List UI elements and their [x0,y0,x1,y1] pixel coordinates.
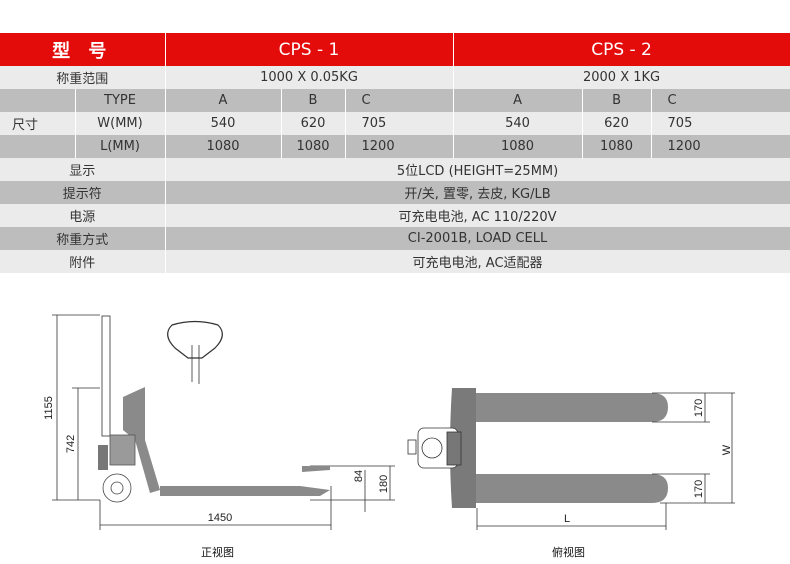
front-view-caption: 正视图 [201,546,234,559]
cell: 可充电电池, AC 110/220V [165,204,790,227]
row-label: 显示 [0,158,166,181]
spec-table: 型 号 CPS - 1 CPS - 2 称重范围 1000 X 0.05KG 2… [0,33,790,273]
row-label: 电源 [0,204,166,227]
cell: 620 [582,112,652,135]
cell: 1080 [582,135,652,158]
cell: 开/关, 置零, 去皮, KG/LB [165,181,790,204]
cell: 1200 [651,135,790,158]
dim-fork-width-1: 170 [693,399,705,417]
cell: 1080 [453,135,583,158]
row-label: 提示符 [0,181,166,204]
row-label: 尺寸 [0,112,76,135]
model-cps2: CPS - 2 [453,33,790,66]
cell: 可充电电池, AC适配器 [165,250,790,273]
cell: 2000 X 1KG [453,66,790,89]
cell: 540 [165,112,282,135]
cell: A [165,89,282,112]
table-row: 称重范围 1000 X 0.05KG 2000 X 1KG [0,66,790,89]
row-label: L(MM) [75,135,166,158]
cell: 1200 [345,135,454,158]
table-row: 电源 可充电电池, AC 110/220V [0,204,790,227]
row-label: 称重方式 [0,227,166,250]
dim-fork-width-2: 170 [693,480,705,498]
cell: 705 [345,112,454,135]
dim-height: 1155 [43,396,55,420]
top-view-dimensions: 170 170 W L [564,399,733,525]
cell: 1080 [165,135,282,158]
cell: 1000 X 0.05KG [165,66,454,89]
model-label: 型 号 [0,33,166,66]
top-view-caption: 俯视图 [552,546,585,559]
cell: B [582,89,652,112]
dim-length: 1450 [208,512,232,524]
row-label: 附件 [0,250,166,273]
dim-handle: 742 [65,435,77,453]
empty-cell [0,89,76,112]
row-label: 称重范围 [0,66,166,89]
cell: 620 [281,112,346,135]
cell: 705 [651,112,790,135]
table-row: TYPE A B C A B C [0,89,790,112]
dim-width: W [721,444,733,455]
cell: 540 [453,112,583,135]
dim-fork-high: 180 [378,475,390,493]
model-cps1: CPS - 1 [165,33,454,66]
cell: B [281,89,346,112]
table-row: 称重方式 CI-2001B, LOAD CELL [0,227,790,250]
table-row: 显示 5位LCD (HEIGHT=25MM) [0,158,790,181]
dim-length: L [564,513,570,525]
cell: 1080 [281,135,346,158]
cell: A [453,89,583,112]
cell: C [651,89,790,112]
table-row: L(MM) 1080 1080 1200 1080 1080 1200 [0,135,790,158]
table-row: 尺寸 W(MM) 540 620 705 540 620 705 [0,112,790,135]
table-header-row: 型 号 CPS - 1 CPS - 2 [0,33,790,66]
front-view-drawing [52,314,395,530]
cell: C [345,89,454,112]
row-label: W(MM) [75,112,166,135]
dim-fork-low: 84 [353,470,365,482]
row-label: TYPE [75,89,166,112]
table-row: 提示符 开/关, 置零, 去皮, KG/LB [0,181,790,204]
table-row: 附件 可充电电池, AC适配器 [0,250,790,273]
empty-cell [0,135,76,158]
cell: 5位LCD (HEIGHT=25MM) [165,158,790,181]
top-view-drawing [407,388,735,530]
front-view-dimensions: 1155 742 1450 84 180 [43,396,390,524]
cell: CI-2001B, LOAD CELL [165,227,790,250]
